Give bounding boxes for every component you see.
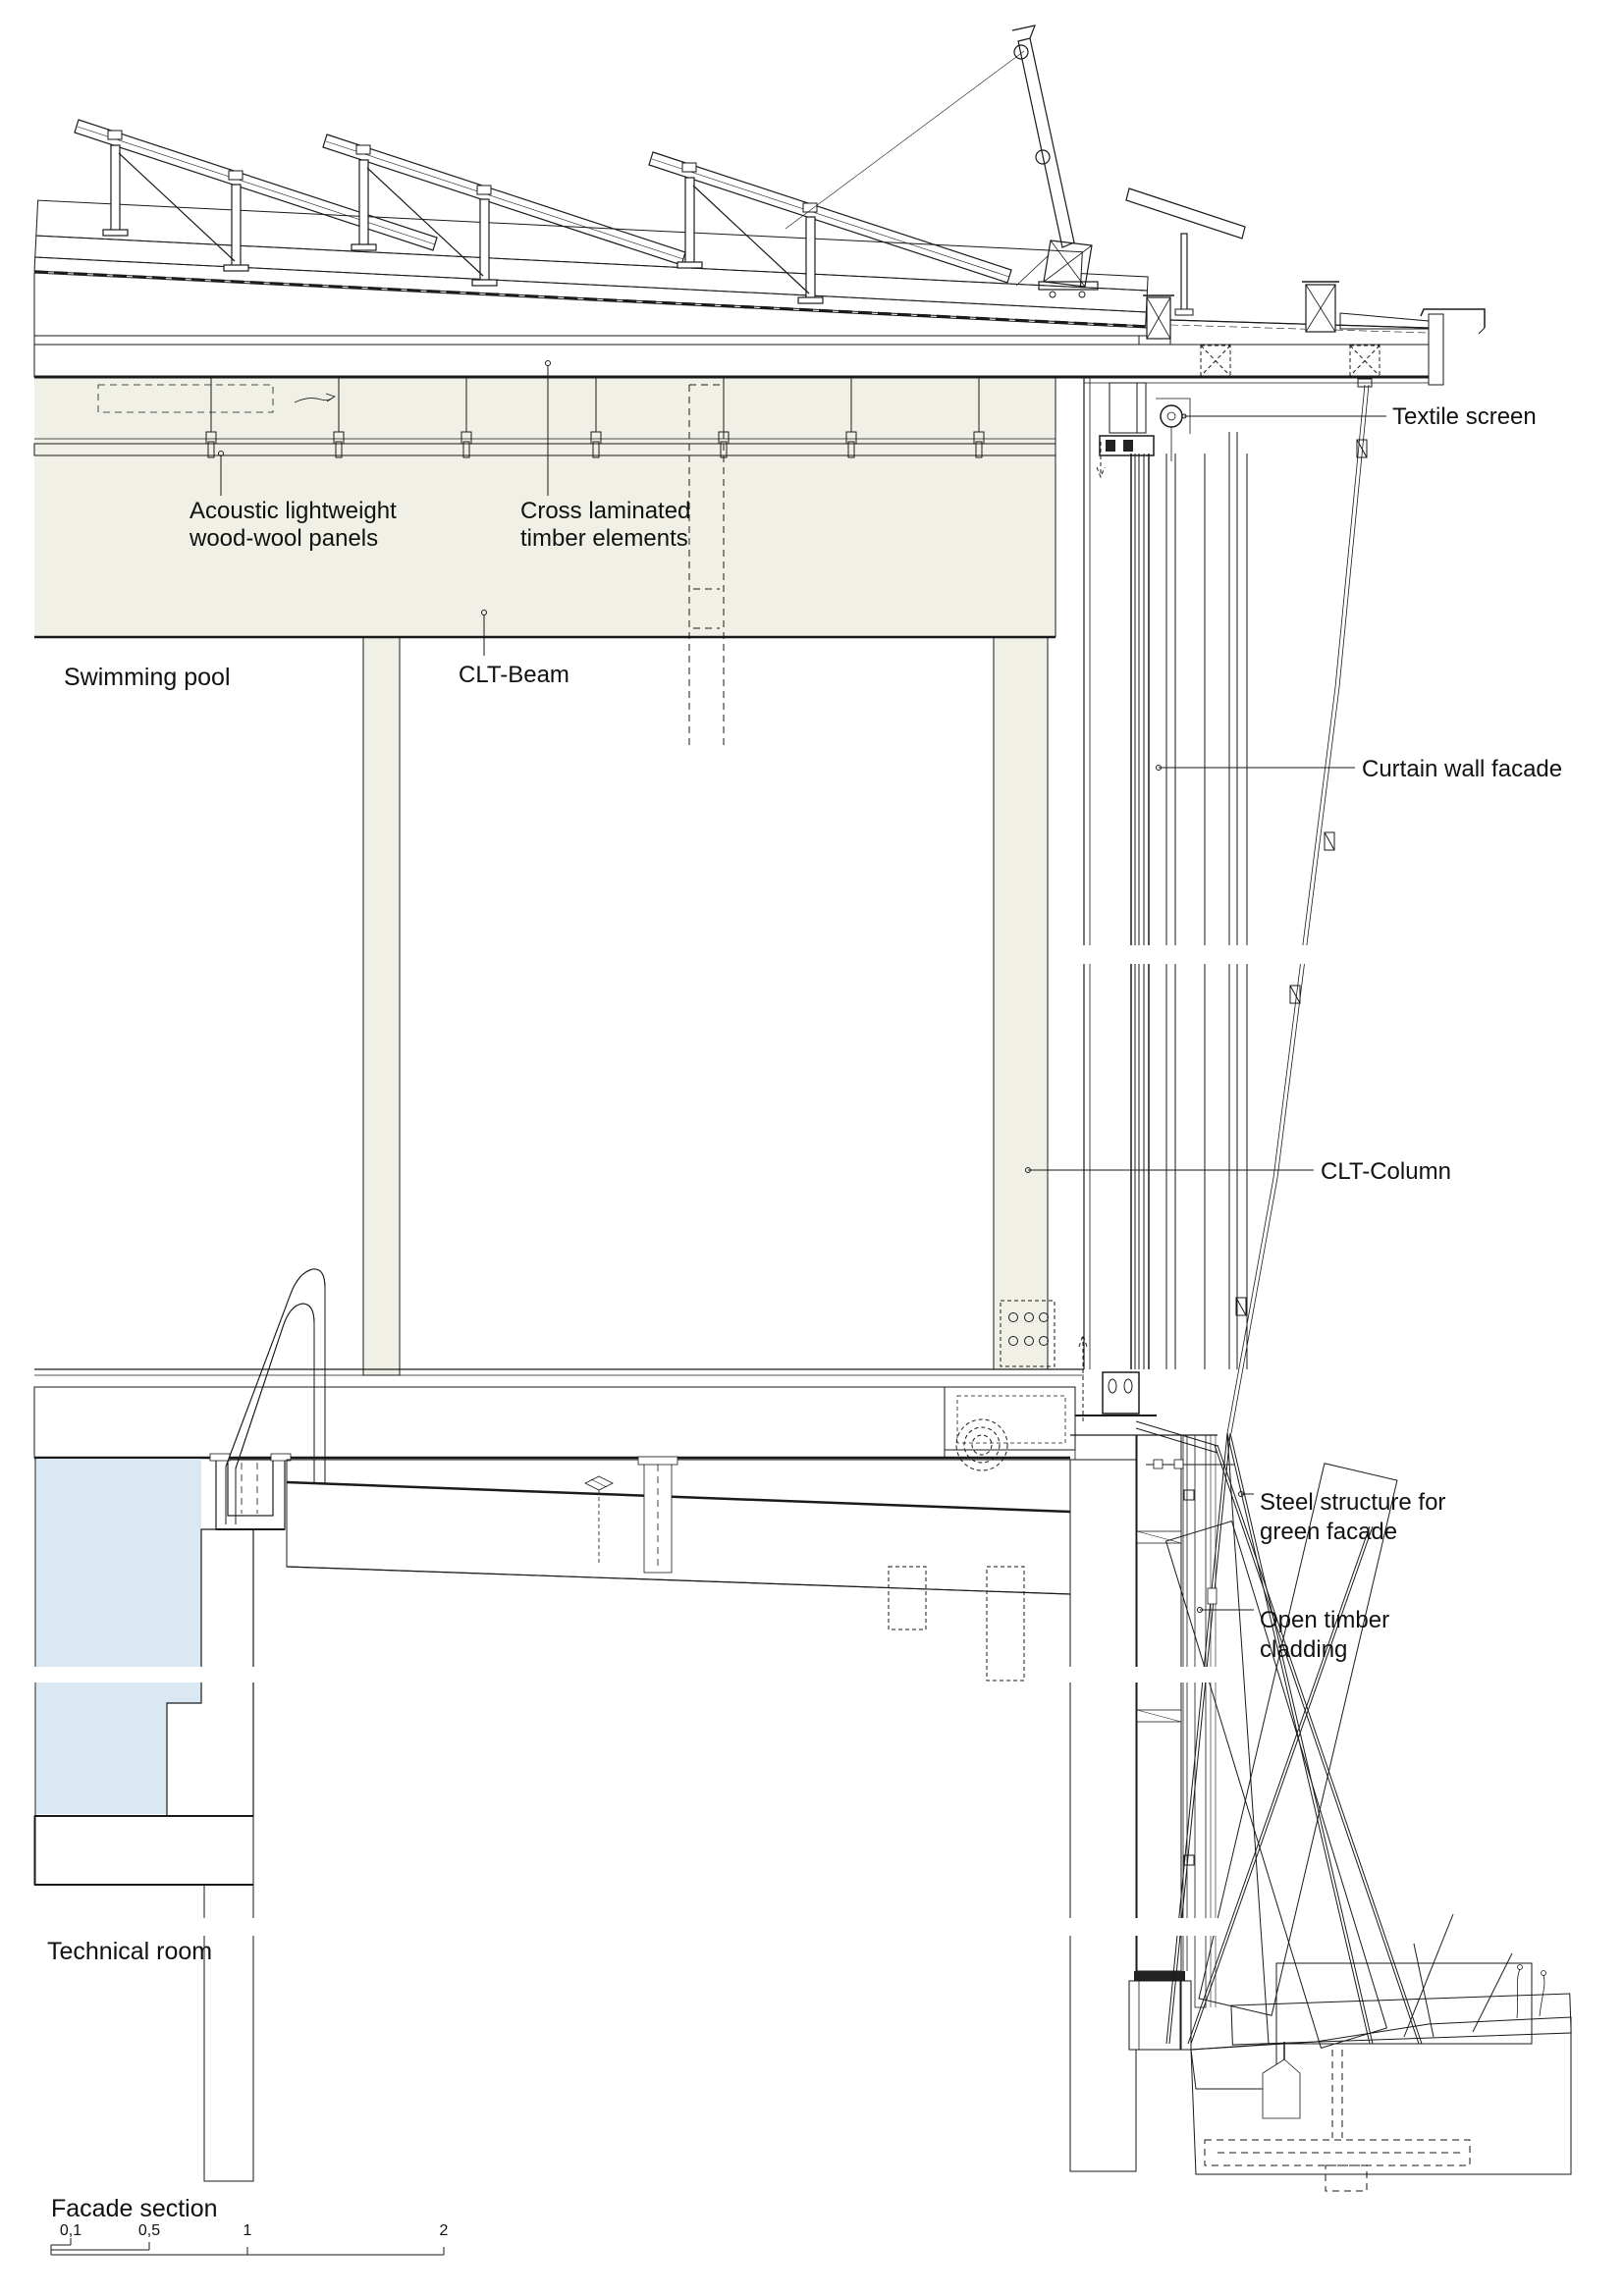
- pool-deck: [33, 1333, 1218, 1460]
- facade-cable: [1226, 378, 1373, 1434]
- scale-tick-01: 0,1: [60, 2222, 81, 2239]
- hidden-beam: [688, 384, 725, 746]
- deck-slab: [286, 1418, 1071, 1682]
- overflow-gutter: [209, 1453, 292, 1530]
- label-textile-screen: Textile screen: [1392, 403, 1537, 430]
- roof-overhang: [1084, 281, 1486, 386]
- label-clt-1: Cross laminated: [520, 498, 690, 524]
- cable-turnbuckles: [1235, 439, 1368, 1316]
- label-clt-2: timber elements: [520, 525, 688, 552]
- label-steel-2: green facade: [1260, 1519, 1397, 1545]
- ground: [1190, 1964, 1572, 2192]
- wood-wool-layer: [33, 335, 1140, 346]
- label-curtain-wall: Curtain wall facade: [1362, 756, 1562, 782]
- label-clt-beam: CLT-Beam: [459, 662, 569, 688]
- annotation-labels: Textile screen Acoustic lightweight wood…: [47, 403, 1562, 1965]
- label-clt-column: CLT-Column: [1321, 1158, 1451, 1185]
- label-steel-1: Steel structure for: [1260, 1489, 1445, 1516]
- label-timber-2: cladding: [1260, 1636, 1347, 1663]
- textile-screen-roller: [1156, 398, 1191, 461]
- scale-tick-2: 2: [440, 2222, 449, 2239]
- pool-ladder[interactable]: [225, 1268, 326, 1524]
- airflow-down-arrow: [1096, 442, 1106, 479]
- footing: [1262, 2042, 1301, 2119]
- clt-column-right: [993, 636, 1049, 1370]
- suspended-ceiling: [33, 378, 1056, 746]
- section-break: [1065, 945, 1316, 964]
- climbing-plants: [1164, 1463, 1533, 2050]
- pool-structure: [33, 1459, 254, 2182]
- label-technical-room: Technical room: [47, 1938, 212, 1965]
- solar-panel-array: [74, 119, 1246, 316]
- column-connector: [1000, 1300, 1056, 1367]
- ventilation-duct: [97, 384, 274, 413]
- scale-bar: Facade section 0,1 0,5 1 2: [50, 2195, 449, 2256]
- pool-water: [36, 1459, 201, 1814]
- label-acoustic-2: wood-wool panels: [189, 525, 378, 552]
- scale-tick-1: 1: [244, 2222, 252, 2239]
- window-head: [1096, 382, 1191, 479]
- annotation-leaders: [218, 360, 1386, 1613]
- label-timber-1: Open timber: [1260, 1607, 1389, 1633]
- exterior-wall: [1069, 1434, 1218, 2172]
- guy-cable: [785, 50, 1025, 230]
- curtain-wall: [1083, 378, 1248, 1369]
- scale-tick-05: 0,5: [138, 2222, 160, 2239]
- label-acoustic-1: Acoustic lightweight: [189, 498, 397, 524]
- airflow-up-arrow: [1078, 1333, 1088, 1421]
- green-facade-mast: [785, 25, 1099, 298]
- clt-beam-zone: [34, 378, 1056, 637]
- drawing-caption: Facade section: [51, 2195, 218, 2222]
- clt-column-left: [362, 636, 401, 1376]
- label-swimming-pool: Swimming pool: [64, 664, 231, 691]
- roof-slab: [33, 344, 1430, 379]
